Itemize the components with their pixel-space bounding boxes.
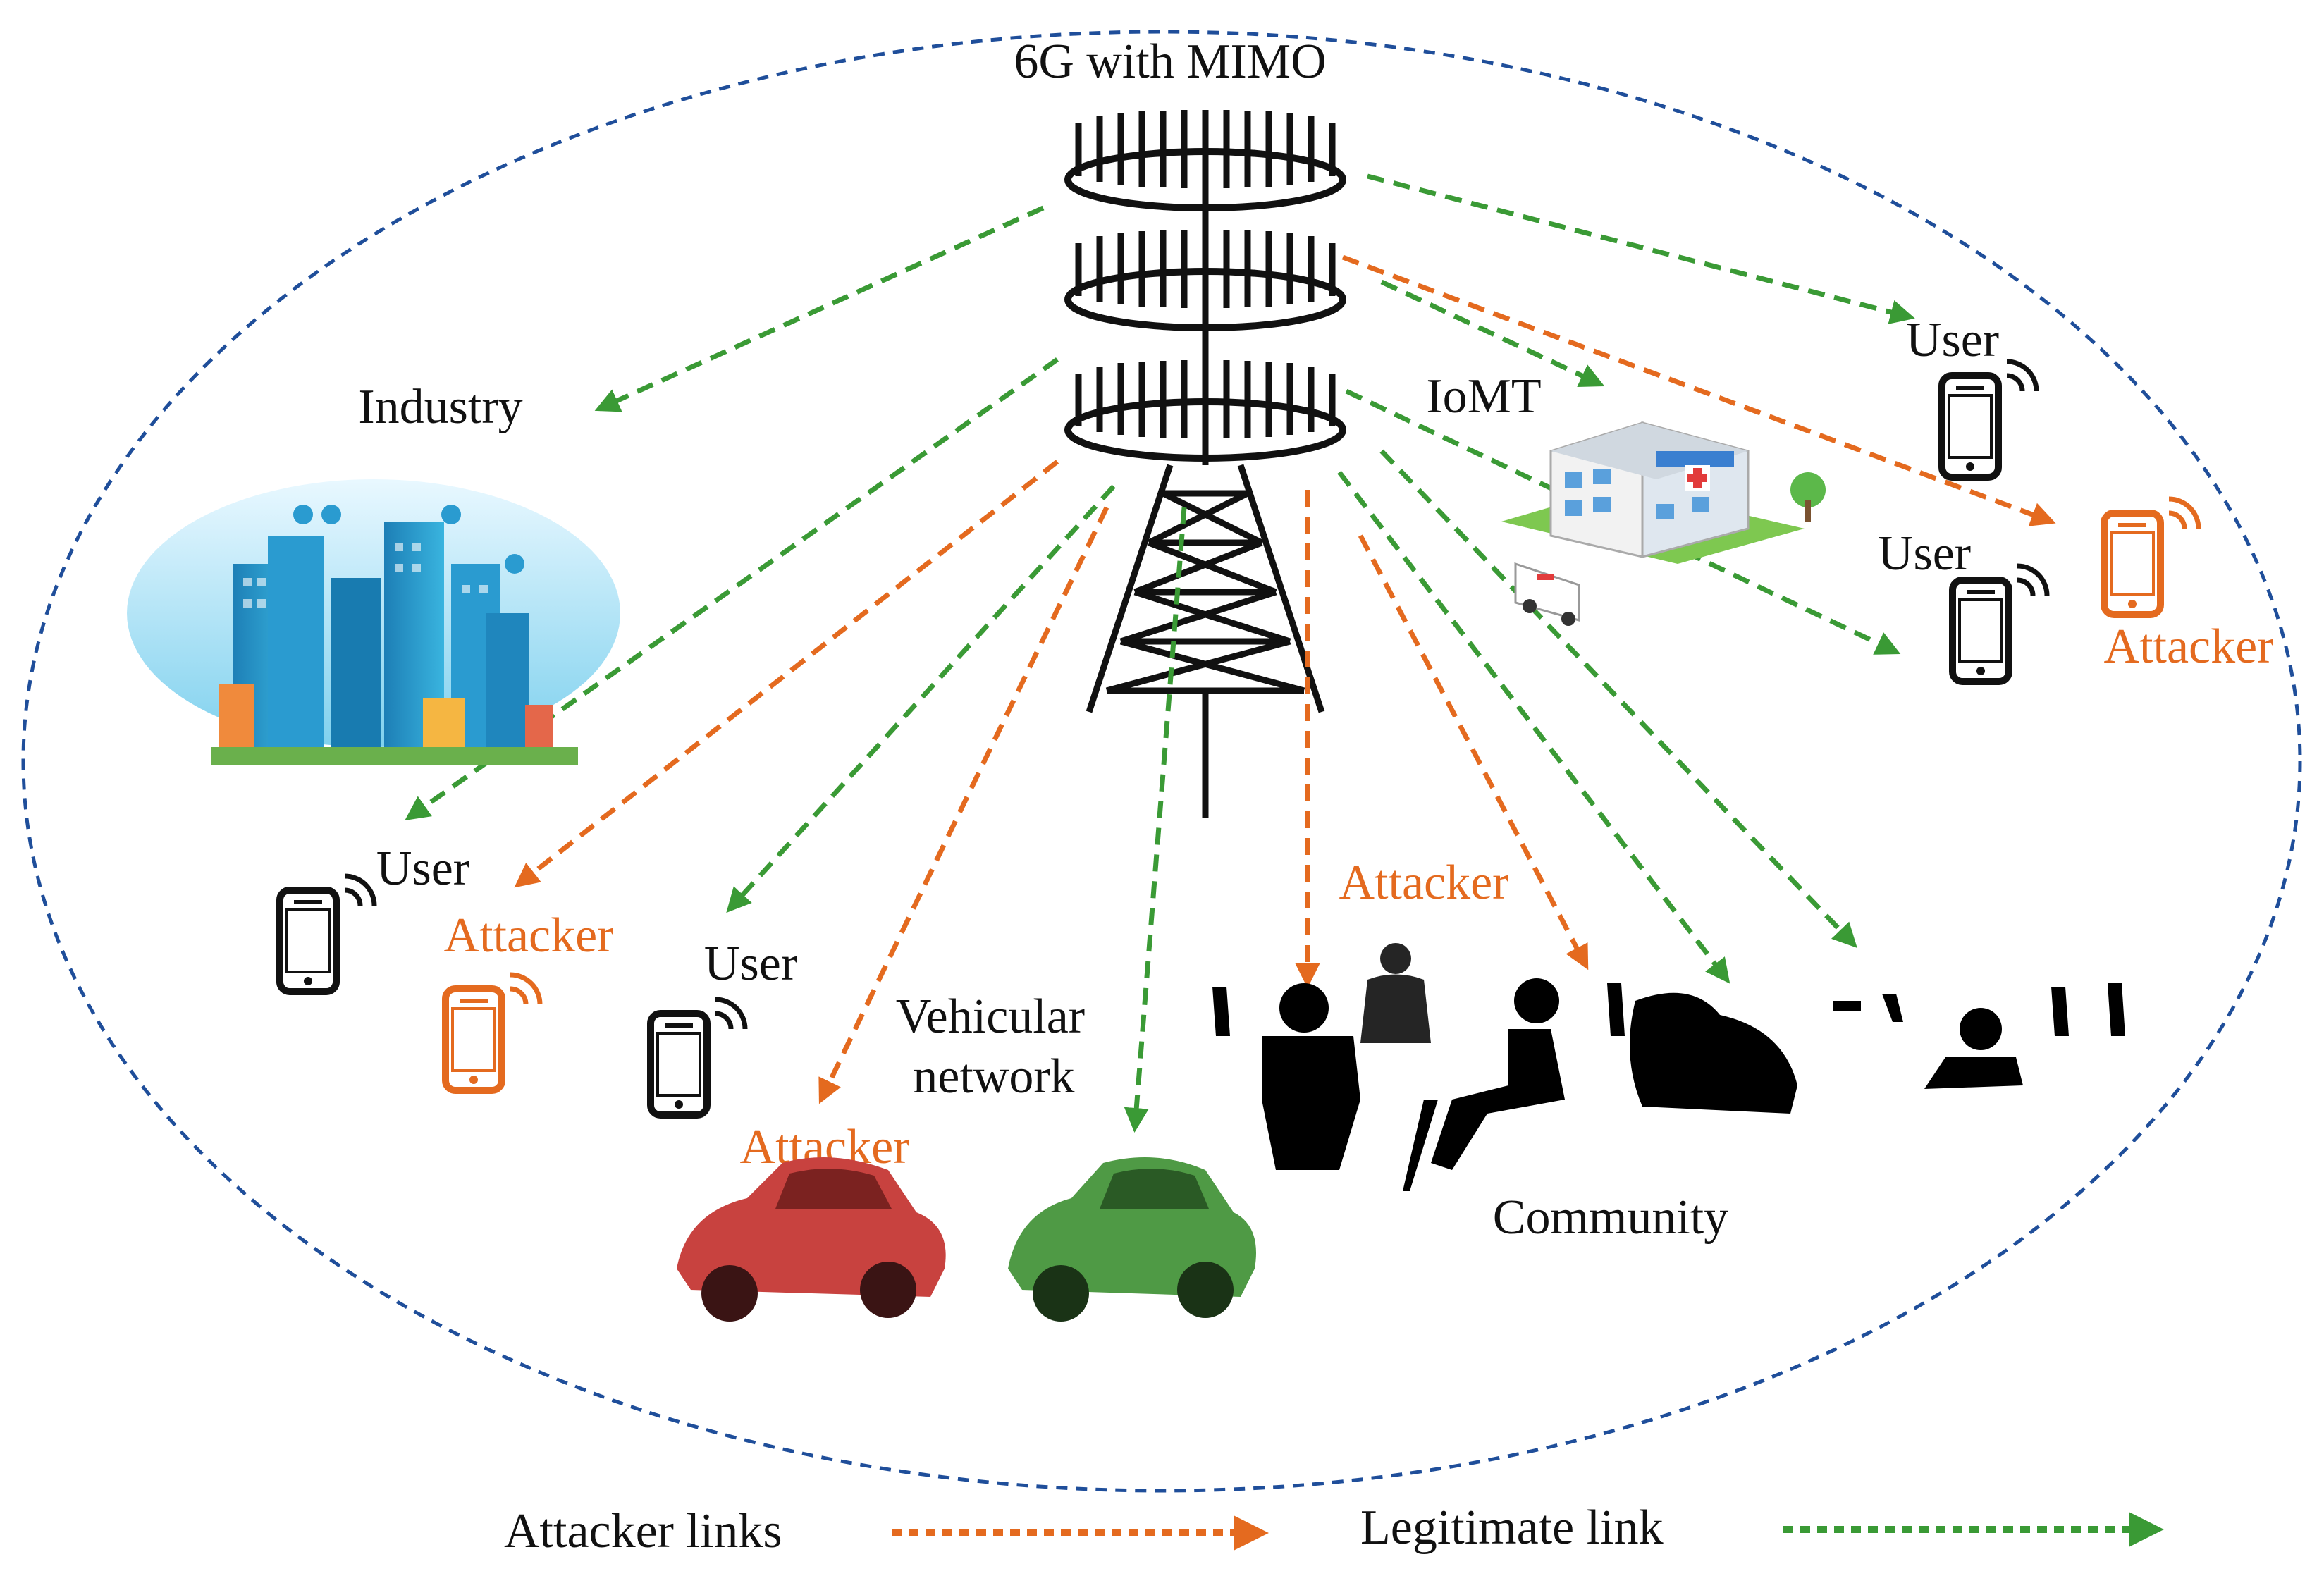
vehicular-label-line2: network — [913, 1049, 1074, 1104]
attacker-left: Attacker — [444, 908, 614, 1090]
page-title: 6G with MIMO — [1014, 35, 1326, 89]
user-label: User — [1906, 313, 1999, 367]
user-label: User — [704, 937, 797, 991]
iomt-label: IoMT — [1426, 369, 1541, 424]
legend-legitimate-label: Legitimate link — [1360, 1501, 1664, 1555]
legend: Attacker links Legitimate link — [504, 1501, 2164, 1558]
smartphone-icon — [651, 999, 745, 1115]
hospital-icon — [1501, 421, 1826, 564]
attacker-label: Attacker — [1339, 856, 1509, 910]
attacker-label: Attacker — [444, 908, 614, 963]
smartphone-icon — [1953, 566, 2047, 682]
smart-city-icon — [127, 479, 620, 765]
smartphone-icon — [280, 876, 374, 992]
user-top-right: User — [1906, 313, 2036, 477]
attacker-label: Attacker — [2104, 620, 2274, 674]
smartphone-icon — [2104, 499, 2199, 615]
user-left: User — [280, 842, 469, 992]
coverage-boundary — [21, 30, 2302, 1493]
smartphone-icon — [1942, 362, 2036, 477]
attacker-right: Attacker — [2104, 499, 2274, 674]
ambulance-icon — [1514, 562, 1580, 626]
user-right: User — [1878, 526, 2047, 682]
vehicular-label-line1: Vehicular — [896, 990, 1085, 1044]
attacker-links — [514, 254, 2056, 1104]
antenna-tower-icon — [1064, 110, 1346, 818]
user-label: User — [376, 842, 469, 896]
car-icon — [1008, 1157, 1256, 1322]
people-silhouette-icon — [1212, 943, 2125, 1191]
user-middle: User — [651, 937, 797, 1115]
user-label: User — [1878, 526, 1971, 581]
car-icon — [677, 1157, 946, 1322]
legend-attacker-label: Attacker links — [504, 1504, 782, 1558]
smartphone-icon — [445, 975, 540, 1090]
community-label: Community — [1493, 1190, 1728, 1245]
industry-label: Industry — [358, 380, 522, 434]
